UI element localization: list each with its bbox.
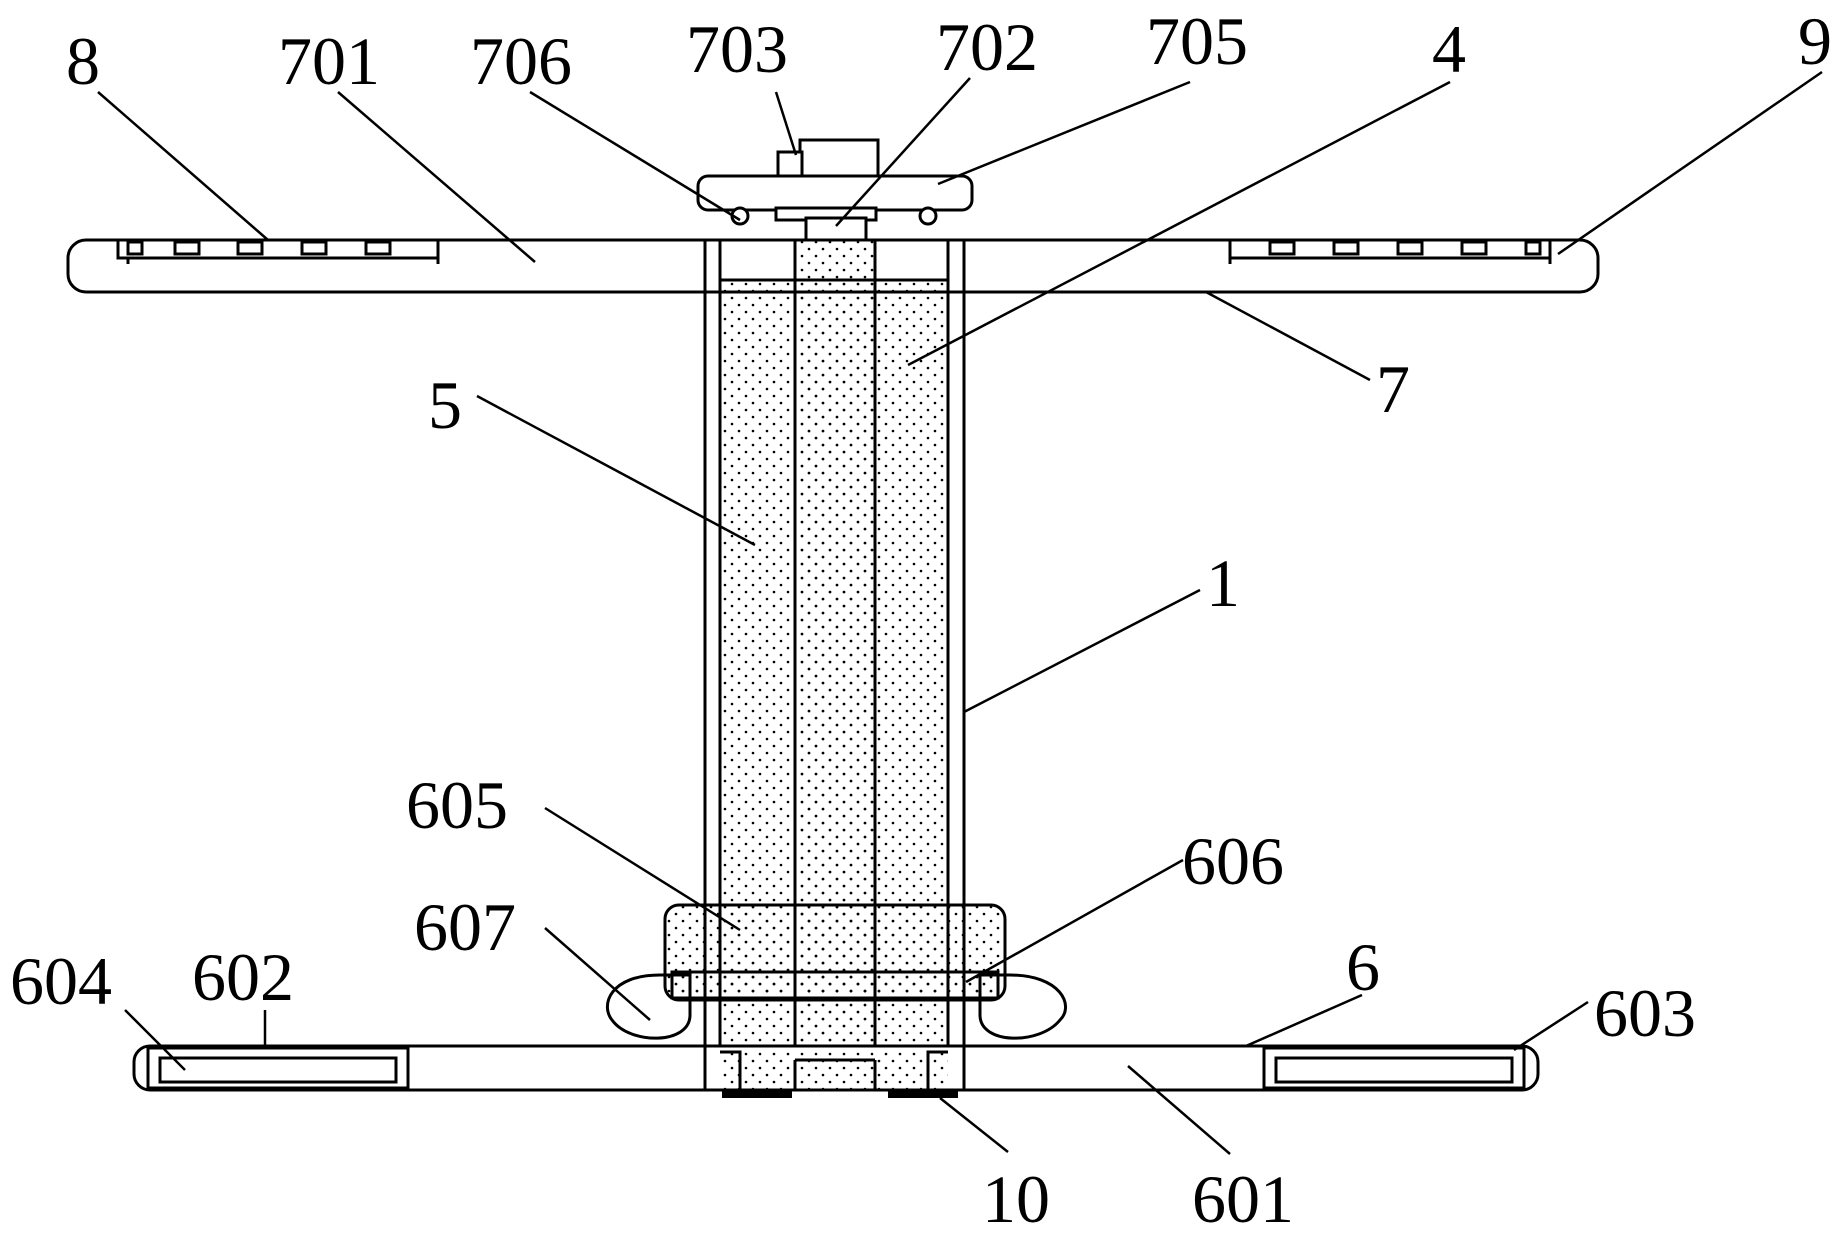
callout-701: 701 — [278, 23, 380, 99]
callout-labels: 8 701 706 703 702 705 4 9 7 5 1 605 606 … — [10, 3, 1832, 1235]
base-feet — [722, 1090, 958, 1098]
callout-7: 7 — [1376, 351, 1410, 427]
callout-601: 601 — [1192, 1161, 1294, 1235]
callout-1: 1 — [1206, 545, 1240, 621]
callout-10: 10 — [982, 1161, 1050, 1235]
callout-607: 607 — [414, 889, 516, 965]
callout-604: 604 — [10, 943, 112, 1019]
callout-9: 9 — [1798, 3, 1832, 79]
callout-602: 602 — [192, 939, 294, 1015]
callout-705: 705 — [1146, 3, 1248, 79]
sliding-collar — [605, 903, 1067, 1040]
upper-left-rollers — [126, 240, 440, 264]
top-fixture — [696, 138, 974, 242]
callout-702: 702 — [936, 9, 1038, 85]
callout-706: 706 — [470, 23, 572, 99]
callout-703: 703 — [686, 11, 788, 87]
callout-605: 605 — [406, 767, 508, 843]
callout-4: 4 — [1432, 11, 1466, 87]
upper-right-rollers — [1228, 240, 1552, 264]
callout-606: 606 — [1182, 823, 1284, 899]
callout-6: 6 — [1346, 929, 1380, 1005]
base-plate — [132, 1044, 1540, 1092]
callout-5: 5 — [428, 367, 462, 443]
leader-lines — [97, 70, 1823, 1155]
callout-8: 8 — [66, 23, 100, 99]
callout-603: 603 — [1594, 975, 1696, 1051]
